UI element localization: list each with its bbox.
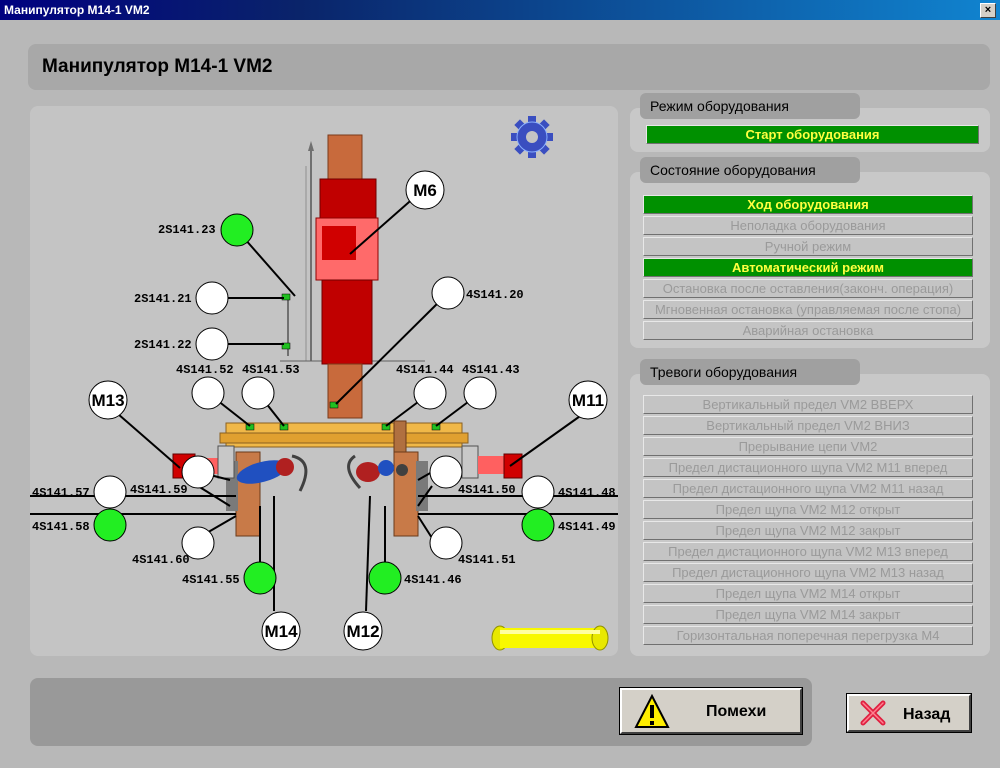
alarm-item: Предел дистационного щупа VM2 M11 назад xyxy=(643,479,973,498)
motor-m11-badge xyxy=(568,380,608,420)
alarm-item: Предел щупа VM2 M14 закрыт xyxy=(643,605,973,624)
motor-m13-badge xyxy=(88,380,128,420)
sensor-label: 4S141.50 xyxy=(458,483,516,497)
state-item: Ручной режим xyxy=(643,237,973,256)
alarm-item: Предел щупа VM2 M14 открыт xyxy=(643,584,973,603)
interference-label: Помехи xyxy=(706,703,767,720)
state-item: Неполадка оборудования xyxy=(643,216,973,235)
sensor-4s141-57 xyxy=(93,475,127,509)
cylinder-icon xyxy=(491,625,609,651)
sensor-label: 4S141.43 xyxy=(462,363,520,377)
sensor-2s141-21 xyxy=(195,281,229,315)
close-x-icon xyxy=(860,700,886,726)
sensor-4s141-52 xyxy=(191,376,225,410)
manipulator-diagram: M6 M13 M11 M14 M12 2S141.23 2S141.21 2S1… xyxy=(30,106,618,656)
page-title: Манипулятор M14-1 VM2 xyxy=(42,56,273,77)
horizontal-beam xyxy=(219,420,469,487)
motor-m12-badge xyxy=(343,611,383,651)
motor-m13-label: M13 xyxy=(91,391,124,410)
sensor-4s141-49 xyxy=(521,508,555,542)
sensor-label: 4S141.53 xyxy=(242,363,300,377)
sensor-2s141-23 xyxy=(220,213,254,247)
sensor-label: 4S141.44 xyxy=(396,363,454,377)
gear-icon[interactable] xyxy=(511,116,553,158)
back-label: Назад xyxy=(903,706,951,723)
state-item: Мгновенная остановка (управляемая после … xyxy=(643,300,973,319)
sensor-label: 4S141.55 xyxy=(182,573,240,587)
alarms-tab: Тревоги оборудования xyxy=(640,359,860,385)
sensor-4s141-58 xyxy=(93,508,127,542)
warning-icon xyxy=(634,694,670,728)
state-item: Автоматический режим xyxy=(643,258,973,277)
sensor-label: 2S141.22 xyxy=(134,338,192,352)
proximity-heads xyxy=(245,293,441,431)
alarm-item: Горизонтальная поперечная перегрузка M4 xyxy=(643,626,973,645)
sensor-4s141-55 xyxy=(243,561,277,595)
sensor-label: 4S141.59 xyxy=(130,483,188,497)
sensor-4s141-48 xyxy=(521,475,555,509)
sensor-label: 2S141.23 xyxy=(158,223,216,237)
motor-m6-badge xyxy=(405,170,445,210)
sensor-4s141-51 xyxy=(429,526,463,560)
start-equipment-button[interactable]: Старт оборудования xyxy=(646,125,979,144)
back-button[interactable]: Назад xyxy=(846,693,972,733)
sensor-4s141-53 xyxy=(241,376,275,410)
state-item: Ход оборудования xyxy=(643,195,973,214)
interference-button[interactable]: Помехи xyxy=(619,687,803,735)
sensor-label: 4S141.60 xyxy=(132,553,190,567)
motor-m14-badge xyxy=(261,611,301,651)
motor-m11-unit xyxy=(461,445,523,479)
diagram-canvas: M6 M13 M11 M14 M12 2S141.23 2S141.21 2S1… xyxy=(30,116,618,651)
alarm-item: Прерывание цепи VM2 xyxy=(643,437,973,456)
window-titlebar: Манипулятор M14-1 VM2 × xyxy=(0,0,1000,20)
state-item: Аварийная остановка xyxy=(643,321,973,340)
state-tab: Состояние оборудования xyxy=(640,157,860,183)
motor-m6-label: M6 xyxy=(413,181,437,200)
sensor-4s141-43 xyxy=(463,376,497,410)
sensor-label: 4S141.51 xyxy=(458,553,516,567)
motor-m12-label: M12 xyxy=(346,622,379,641)
motor-m14-label: M14 xyxy=(264,622,298,641)
lift-column xyxy=(315,134,379,419)
alarm-item: Вертикальный предел VM2 ВВЕРХ xyxy=(643,395,973,414)
sensor-label: 4S141.58 xyxy=(32,520,90,534)
motor-m14-unit xyxy=(236,454,308,492)
sensor-4s141-59 xyxy=(181,455,215,489)
sensor-label: 4S141.20 xyxy=(466,288,524,302)
window-title: Манипулятор M14-1 VM2 xyxy=(4,3,150,17)
sensor-4s141-44 xyxy=(413,376,447,410)
motor-m11-label: M11 xyxy=(572,391,604,410)
sensor-4s141-50 xyxy=(429,455,463,489)
sensor-label: 4S141.48 xyxy=(558,486,616,500)
mode-tab: Режим оборудования xyxy=(640,93,860,119)
alarm-item: Предел щупа VM2 M12 закрыт xyxy=(643,521,973,540)
sensor-label: 4S141.57 xyxy=(32,486,90,500)
alarm-item: Предел дистационного щупа VM2 M13 назад xyxy=(643,563,973,582)
sensor-label: 4S141.46 xyxy=(404,573,462,587)
sensor-label: 4S141.49 xyxy=(558,520,616,534)
sensor-4s141-46 xyxy=(368,561,402,595)
sensor-label: 4S141.52 xyxy=(176,363,234,377)
alarm-item: Предел щупа VM2 M12 открыт xyxy=(643,500,973,519)
close-icon: × xyxy=(984,4,992,16)
motor-m12-unit xyxy=(347,454,408,490)
state-item: Остановка после оставления(законч. опера… xyxy=(643,279,973,298)
sensor-4s141-60 xyxy=(181,526,215,560)
sensor-4s141-20 xyxy=(431,276,465,310)
page-header: Манипулятор M14-1 VM2 xyxy=(28,44,990,90)
alarm-item: Предел дистационного щупа VM2 M11 вперед xyxy=(643,458,973,477)
alarm-item: Вертикальный предел VM2 ВНИЗ xyxy=(643,416,973,435)
sensor-2s141-22 xyxy=(195,327,229,361)
sensor-label: 2S141.21 xyxy=(134,292,192,306)
alarm-item: Предел дистационного щупа VM2 M13 вперед xyxy=(643,542,973,561)
close-button[interactable]: × xyxy=(980,3,996,18)
